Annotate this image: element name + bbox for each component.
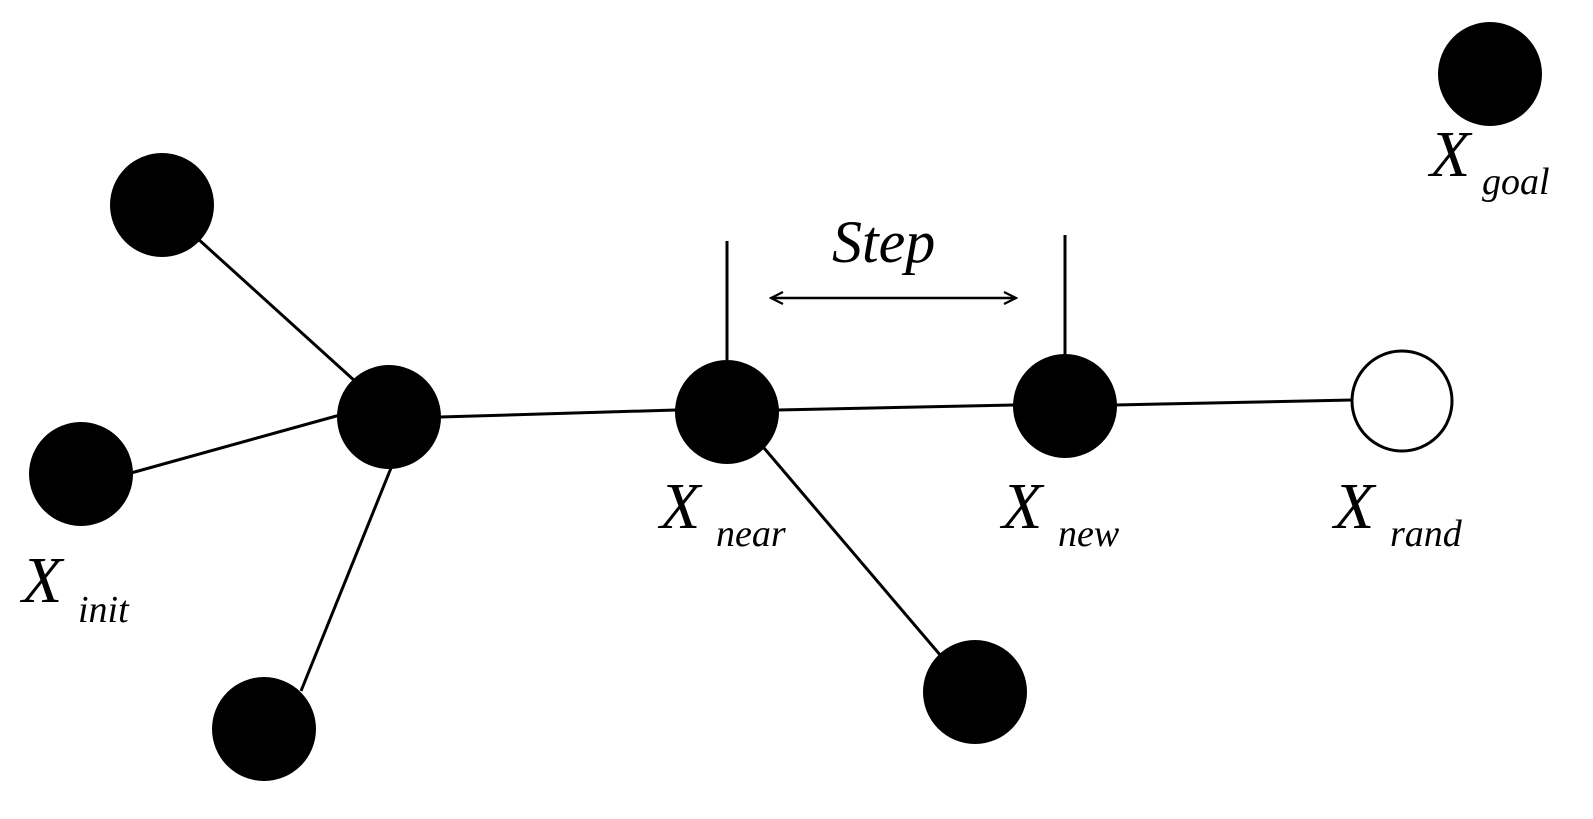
label-init: X init — [19, 544, 130, 631]
label-rand: X rand — [1331, 470, 1463, 555]
edge-hub-init — [130, 413, 341, 475]
label-new-sub: new — [1058, 513, 1120, 555]
label-near-main: X — [657, 470, 703, 543]
node-hub — [337, 365, 441, 469]
label-new-main: X — [999, 470, 1045, 543]
label-step: Step — [832, 209, 935, 275]
node-goal — [1438, 22, 1542, 126]
edge-hub-top-left — [195, 236, 358, 384]
label-goal-main: X — [1427, 118, 1473, 191]
edge-near-new — [777, 403, 1015, 412]
label-near: X near — [657, 470, 786, 555]
label-rand-sub: rand — [1390, 513, 1463, 555]
label-goal-sub: goal — [1482, 161, 1550, 203]
label-goal: X goal — [1427, 118, 1550, 203]
label-rand-main: X — [1331, 470, 1377, 543]
node-init — [29, 422, 133, 526]
tree-edges — [130, 236, 1353, 692]
label-init-sub: init — [78, 589, 130, 631]
edge-hub-near — [439, 408, 677, 419]
node-bottom-mid — [923, 640, 1027, 744]
label-new: X new — [999, 470, 1120, 555]
node-bottom-left — [212, 677, 316, 781]
edge-hub-bottom-left — [299, 467, 393, 692]
step-indicator — [725, 235, 1067, 360]
node-new — [1013, 354, 1117, 458]
tree-nodes — [29, 22, 1542, 781]
node-top-left — [110, 153, 214, 257]
label-near-sub: near — [716, 513, 786, 555]
label-init-main: X — [19, 544, 65, 617]
node-rand — [1350, 349, 1454, 453]
edge-near-bottom — [762, 447, 943, 657]
edge-new-rand — [1114, 398, 1353, 407]
node-near — [675, 360, 779, 464]
